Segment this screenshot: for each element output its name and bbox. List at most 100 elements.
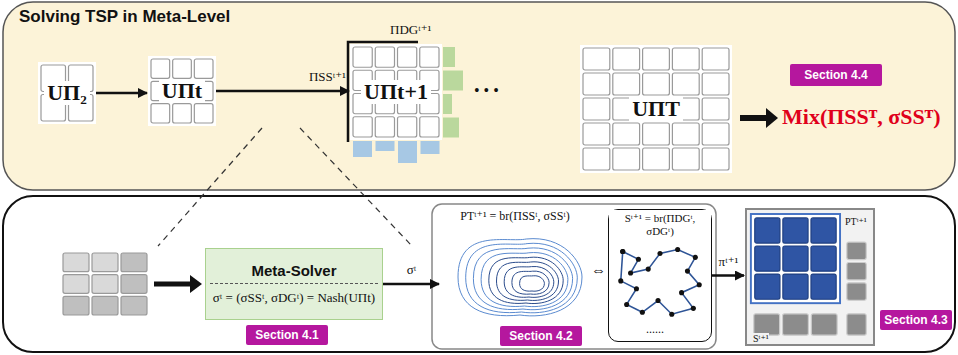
matrix-cell bbox=[194, 59, 213, 78]
matrix-cell bbox=[783, 274, 808, 299]
bottom-panel bbox=[3, 196, 955, 352]
matrix-cell bbox=[811, 218, 836, 243]
city-dot bbox=[646, 267, 651, 272]
matrix-cell bbox=[173, 59, 192, 78]
matrix-cell bbox=[643, 48, 670, 70]
city-dot bbox=[636, 257, 641, 262]
matrix-cell bbox=[92, 253, 118, 272]
section-label: Section 4.4 bbox=[804, 68, 867, 82]
formula: Sᵗ⁺¹ = br(ΠDGᵗ, σDGᵗ) bbox=[609, 210, 711, 239]
city-dot bbox=[655, 298, 660, 303]
matrix-cell bbox=[398, 47, 417, 67]
matrix-cell bbox=[583, 148, 610, 170]
contour-line bbox=[458, 239, 582, 316]
matrix-cell bbox=[811, 274, 836, 299]
matrix-cell bbox=[847, 314, 866, 335]
matrix-cell bbox=[121, 253, 147, 272]
matrix-cell bbox=[398, 117, 417, 137]
matrix-cell bbox=[583, 98, 610, 120]
matrix-label: UΠT bbox=[629, 97, 683, 121]
matrix-cell bbox=[783, 246, 808, 271]
formula: PTᵗ⁺¹ = br(ΠSSᵗ, σSSᵗ) bbox=[440, 209, 590, 224]
matrix-cell bbox=[151, 104, 170, 123]
matrix-row-label: PTᵗ⁺¹ bbox=[845, 216, 867, 227]
matrix-cell bbox=[63, 296, 89, 315]
matrix-cell bbox=[783, 218, 808, 243]
top-panel-ground bbox=[3, 2, 955, 190]
arrow-connector bbox=[383, 283, 439, 286]
bigmat-box: PTᵗ⁺¹Sᵗ⁺¹ bbox=[745, 208, 875, 346]
matrix-cell bbox=[613, 48, 640, 70]
blue-bar bbox=[398, 141, 417, 163]
matrix-cell bbox=[643, 123, 670, 145]
city-dot bbox=[618, 278, 623, 283]
contour-line bbox=[520, 276, 545, 291]
matrix-cell bbox=[92, 296, 118, 315]
matrix-cell bbox=[353, 117, 372, 137]
matrix-cell bbox=[643, 148, 670, 170]
matrix-cell bbox=[194, 104, 213, 123]
matrix-cell bbox=[375, 47, 394, 67]
contour-line bbox=[489, 257, 563, 303]
big-arrow-head bbox=[190, 275, 202, 293]
matrix-cell bbox=[672, 148, 699, 170]
matrix-cell bbox=[151, 59, 170, 78]
matrix-cell bbox=[672, 123, 699, 145]
matrix-cell bbox=[811, 246, 836, 271]
city-dot bbox=[634, 286, 639, 291]
matrix-label: UΠt bbox=[159, 79, 205, 103]
matrix-cell bbox=[783, 314, 809, 335]
meta-solver-title: Meta-Solver bbox=[210, 262, 378, 284]
meta-box: Meta-Solverσᵗ = (σSSᵗ, σDGᵗ) = Nash(UΠt) bbox=[205, 248, 383, 320]
matrix-cell bbox=[92, 275, 118, 294]
city-dot bbox=[620, 249, 625, 254]
matrix-cell bbox=[755, 218, 780, 243]
illustration-frame bbox=[432, 204, 716, 349]
panel-box: Solving TSP in Meta-LevelUΠ₂UΠtΠDGᵗ⁺¹UΠt… bbox=[3, 2, 955, 190]
matrix-cell bbox=[702, 98, 729, 120]
matrix-block bbox=[751, 214, 840, 303]
city-dot bbox=[624, 302, 629, 307]
blue-bar bbox=[376, 141, 395, 151]
matrix-cell bbox=[755, 246, 780, 271]
city-dot bbox=[669, 312, 674, 317]
edge-label: ΠSSᵗ⁺¹ bbox=[309, 69, 346, 85]
contour-line bbox=[504, 266, 554, 297]
blue-bar bbox=[421, 141, 440, 154]
matrix-cell bbox=[63, 275, 89, 294]
big-arrow-head bbox=[766, 108, 778, 128]
matrix-cell bbox=[63, 253, 89, 272]
matrix-cell bbox=[613, 148, 640, 170]
matrix-cell bbox=[811, 314, 837, 335]
contour-line bbox=[473, 248, 572, 310]
section-label: Section 4.2 bbox=[509, 329, 572, 343]
matrix-cell bbox=[121, 275, 147, 294]
section-label: Section 4.1 bbox=[255, 328, 318, 342]
matrix-cell bbox=[847, 262, 866, 279]
matrix-cell bbox=[353, 47, 372, 67]
contour-box: PTᵗ⁺¹ = br(ΠSSᵗ, σSSᵗ) bbox=[440, 209, 590, 321]
blue-bar bbox=[353, 141, 372, 157]
payoff-matrix: UΠT bbox=[580, 45, 732, 173]
city-dot bbox=[691, 306, 696, 311]
matrix-cell bbox=[583, 73, 610, 95]
matrix-cell bbox=[583, 48, 610, 70]
payoff-matrix: ΠDGᵗ⁺¹UΠt+1 bbox=[350, 44, 442, 140]
matrix-cell bbox=[613, 73, 640, 95]
matrix-heading: ΠDGᵗ⁺¹ bbox=[390, 22, 431, 38]
contour-line bbox=[497, 262, 559, 301]
contour-line bbox=[466, 243, 578, 313]
matrix-cell bbox=[755, 274, 780, 299]
big-arrow bbox=[740, 115, 768, 121]
matrix-cell bbox=[173, 104, 192, 123]
city-dot bbox=[679, 290, 684, 295]
matrix-cell bbox=[643, 73, 670, 95]
city-dot bbox=[697, 282, 702, 287]
contour-line bbox=[512, 271, 549, 294]
mix-output: Mix(ΠSSᵀ, σSSᵀ) bbox=[782, 104, 941, 130]
city-dot bbox=[640, 310, 645, 315]
city-dot bbox=[685, 269, 690, 274]
city-dot bbox=[675, 247, 680, 252]
section-tag: Section 4.4 bbox=[790, 64, 882, 86]
